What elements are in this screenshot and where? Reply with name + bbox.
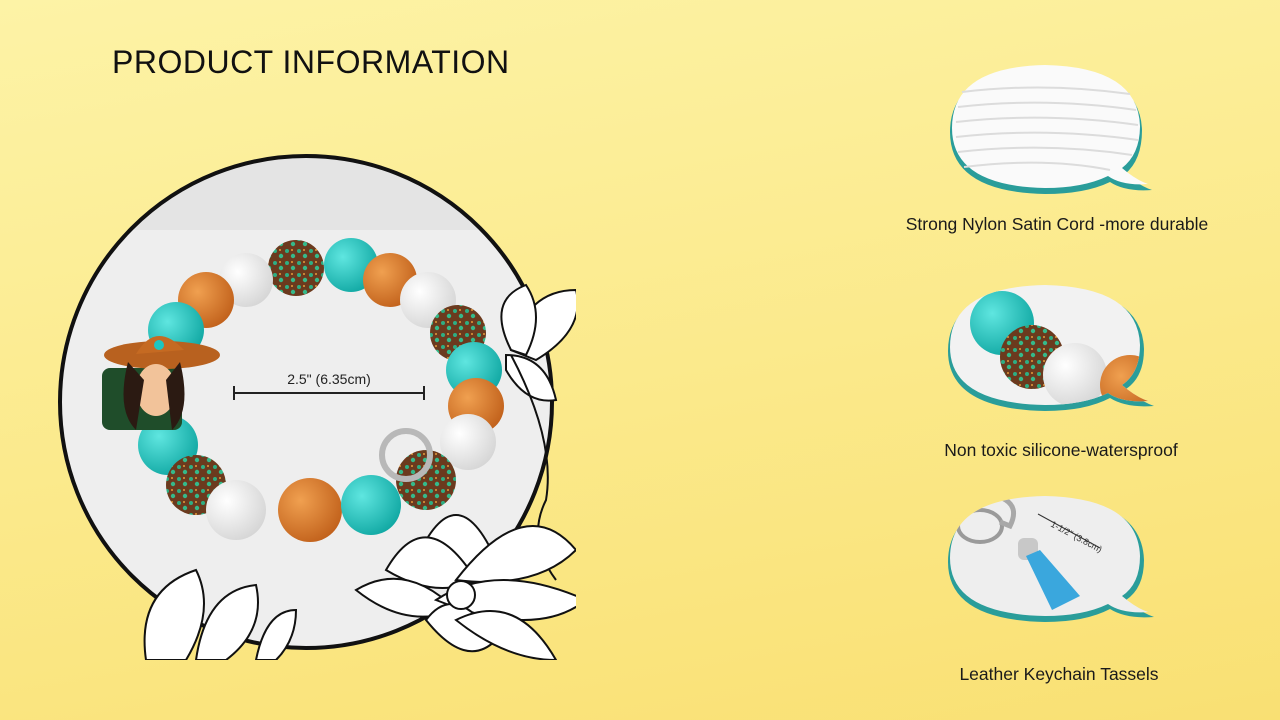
product-photo: 2.5" (6.35cm) bbox=[58, 154, 576, 660]
cowgirl-charm bbox=[102, 335, 220, 430]
measurement-label: 2.5" (6.35cm) bbox=[287, 371, 371, 387]
feature-bubble-tassel: 1-1/2" (3.8cm) bbox=[948, 496, 1154, 622]
feature-bubble-nylon-cord bbox=[950, 65, 1152, 194]
feature-caption-nylon-cord: Strong Nylon Satin Cord -more durable bbox=[905, 214, 1209, 234]
floral-decoration bbox=[143, 283, 576, 660]
page-title: PRODUCT INFORMATION bbox=[112, 44, 510, 80]
photo-frame bbox=[58, 154, 554, 650]
feature-caption-silicone-beads: Non toxic silicone-watersproof bbox=[944, 440, 1178, 460]
feature-caption-tassel: Leather Keychain Tassels bbox=[959, 664, 1159, 684]
feature-bubble-silicone-beads bbox=[948, 285, 1154, 411]
measurement-indicator: 2.5" (6.35cm) bbox=[233, 371, 425, 400]
